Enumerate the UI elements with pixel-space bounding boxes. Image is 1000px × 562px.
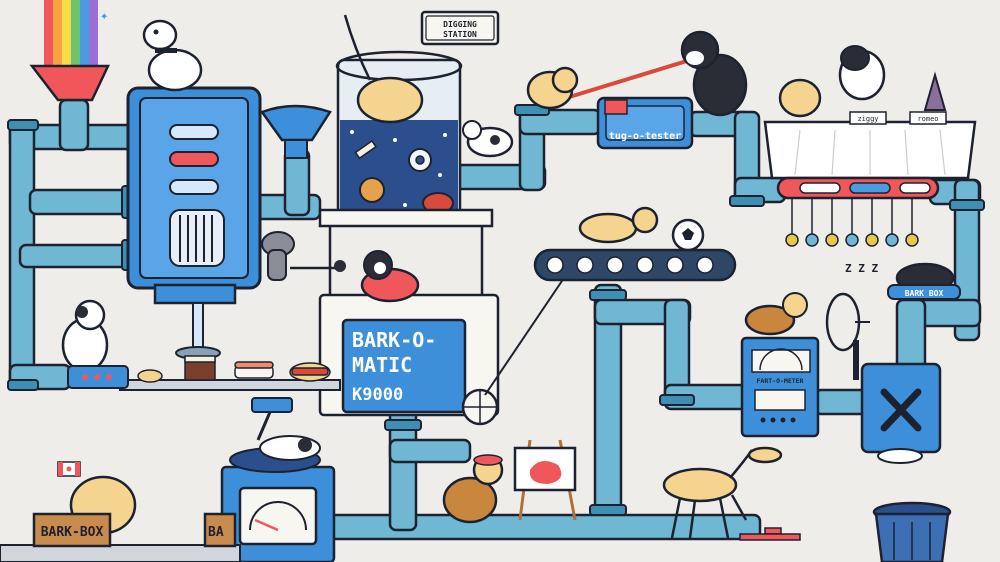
bark-box-right: BA [203,512,237,548]
bread-icon [137,369,163,383]
digging-tank [335,14,463,227]
cake-icon [184,355,216,381]
dog-at-lever [61,299,129,389]
greyhound-dog [662,446,783,539]
pipe-joints [7,104,985,516]
macaron-tower [923,71,947,111]
banquet-table: ziggy romeo [763,71,977,200]
tug-o-tester-label: tug-o-tester [609,131,681,142]
sushi-icon [234,361,274,379]
svg-text:✦: ✦ [100,8,109,24]
spotted-dog [462,120,514,158]
scale-machine [220,435,336,562]
tennis-ball-icon [825,233,839,247]
dog-bed-label: BARK BOX [905,289,944,298]
plate-label-left: ziggy [857,115,878,123]
tennis-ball-icon [785,233,799,247]
trash-can-icon [872,501,952,562]
pug-tugging [526,66,579,110]
left-machine [126,86,262,360]
tennis-ball-row [785,198,919,247]
fart-o-meter-machine: FART-O-METER [740,336,820,438]
husky-tugging [680,30,748,117]
bark-box-conveyor [0,544,241,562]
funnel [29,64,110,102]
microphone-icon [290,260,346,272]
tennis-ball-icon [905,233,919,247]
easel-painting-icon [513,439,577,521]
canada-flag-icon [57,461,81,477]
machine-button-bottom [169,179,219,195]
fan-icon [825,292,870,380]
beagle-on-meter [744,292,808,336]
tennis-ball-icon [805,233,819,247]
bark-box-label: BARK-BOX [41,525,104,540]
bark-box-right-label: BA [208,525,224,540]
red-button [764,527,782,535]
digging-station-line1: DIGGING [443,20,477,29]
machine-label-line2: MATIC [352,353,412,377]
tug-rope [565,58,691,100]
bull-terrier-dog [142,19,203,92]
machine-button-top [169,124,219,140]
ball-conveyor [533,248,737,282]
x-machine [860,362,942,464]
diving-dog [356,76,424,124]
pipe-segment [58,98,90,152]
food-conveyor [119,355,341,391]
soccer-ball-icon [671,218,705,252]
bulldog-at-table [778,78,822,118]
x-button-icon [880,388,922,432]
dog-in-sweater [360,250,420,303]
tennis-ball-icon [845,233,859,247]
collie-painting [442,454,504,524]
floor-plate [739,533,801,541]
digging-station-sign: DIGGING STATION [420,10,500,46]
snooze-text: Z Z Z [845,262,878,275]
robot-arm [251,397,293,441]
plate-label-right: romeo [917,115,938,123]
bark-box-left: BARK-BOX [32,512,112,548]
pretzel-icon [359,177,385,203]
rainbow-stream: ✦ [44,0,109,72]
tug-o-tester-machine: tug-o-tester [596,96,694,150]
belt-wheel [461,271,569,426]
gray-cat [261,231,295,281]
machine-label-line3: K9000 [352,385,403,405]
blue-bowl [260,104,332,142]
pipe-segment [283,148,311,217]
pipe-segment [388,438,472,464]
machine-label-line1: BARK-O- [352,328,436,352]
tennis-ball-icon [865,233,879,247]
bone-icon [354,139,377,160]
corgi-running [578,206,659,244]
tennis-ball-icon [885,233,899,247]
hot-dog-icon [289,362,331,382]
machine-button-red [169,151,219,167]
fart-o-meter-label: FART-O-METER [757,377,804,385]
boxer-at-table [838,45,886,101]
sleeping-dog: Z Z Z BARK BOX [845,262,961,300]
digging-station-line2: STATION [443,30,477,39]
